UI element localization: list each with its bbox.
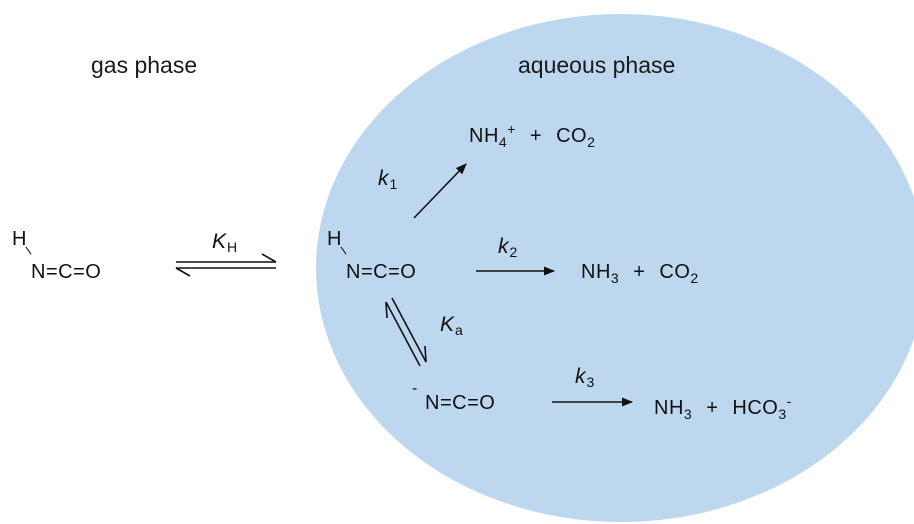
aqueous-phase-region xyxy=(316,14,914,522)
hnco-aq-formula: N=C=O xyxy=(346,261,417,283)
aqueous-phase-label: aqueous phase xyxy=(518,52,676,78)
ka-label: Ka xyxy=(440,313,463,338)
k2-label: k2 xyxy=(498,235,518,260)
nco-anion-formula: N=C=O xyxy=(425,392,496,414)
hnco-gas-hydrogen: H xyxy=(12,228,27,250)
k3-label: k3 xyxy=(575,365,595,390)
nco-anion-charge: - xyxy=(412,380,418,397)
hnco-aq-hydrogen: H xyxy=(327,228,342,250)
henry-equilibrium-arrow xyxy=(175,253,277,277)
k1-reaction-arrow xyxy=(413,163,467,219)
k1-label: k1 xyxy=(378,167,398,192)
ka-equilibrium-arrow xyxy=(385,297,427,367)
henry-constant-label: KH xyxy=(212,230,238,255)
hnco-gas-formula: N=C=O xyxy=(31,261,102,283)
k2-products: NH3+CO2 xyxy=(581,261,699,286)
gas-phase-label: gas phase xyxy=(91,52,198,78)
k1-products: NH4++CO2 xyxy=(469,121,596,150)
k3-products: NH3+HCO3- xyxy=(654,393,792,422)
